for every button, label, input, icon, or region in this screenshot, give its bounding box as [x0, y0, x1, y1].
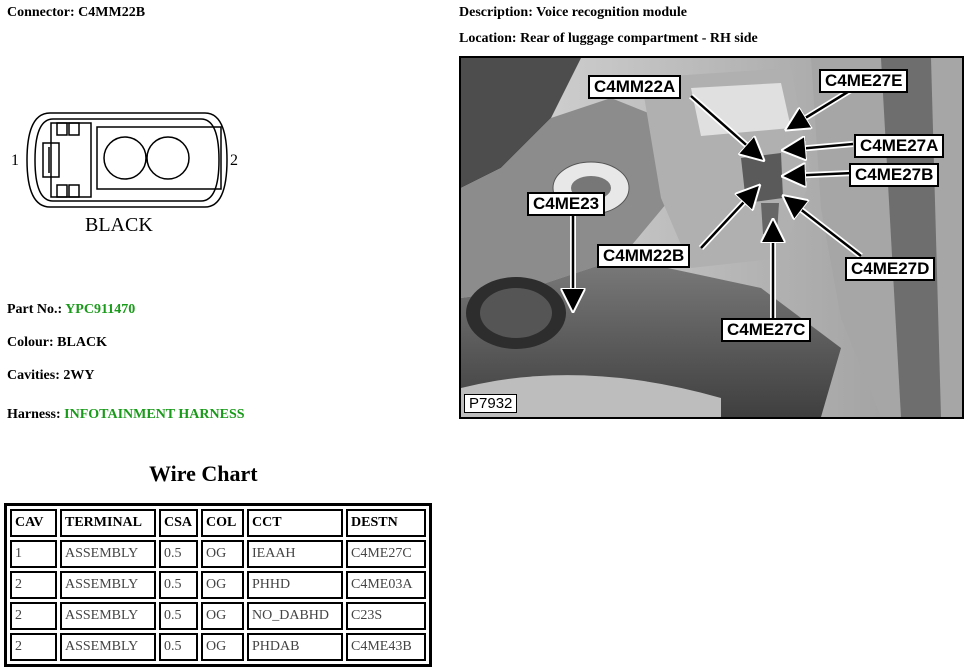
latch-slot: [42, 142, 60, 178]
cell-destn: C23S: [346, 602, 426, 630]
callout-c4me27e: C4ME27E: [819, 69, 909, 93]
cell-col: OG: [201, 633, 244, 661]
connector-outer-shell: [26, 112, 228, 208]
arrow-c4mm22a: [690, 95, 761, 158]
cell-terminal: ASSEMBLY: [60, 633, 156, 661]
cell-terminal: ASSEMBLY: [60, 602, 156, 630]
location-photo: C4MM22A C4ME27E C4ME27A C4ME27B C4ME23 C…: [459, 56, 964, 419]
arrow-c4me27e: [789, 88, 852, 128]
table-row: 2 ASSEMBLY 0.5 OG PHHD C4ME03A: [10, 571, 426, 599]
col-header-cav: CAV: [10, 509, 57, 537]
cavities-value: 2WY: [63, 368, 95, 383]
cell-cav: 2: [10, 633, 57, 661]
cell-csa: 0.5: [159, 540, 198, 568]
callout-c4me27a: C4ME27A: [854, 134, 945, 158]
cell-csa: 0.5: [159, 571, 198, 599]
connector-diagram: 1 2 BLACK: [11, 112, 238, 236]
part-no-label: Part No.:: [7, 302, 63, 317]
cell-destn: C4ME43B: [346, 633, 426, 661]
connector-value: C4MM22B: [78, 5, 146, 20]
table-row: 1 ASSEMBLY 0.5 OG IEAAH C4ME27C: [10, 540, 426, 568]
arrow-c4me27a: [786, 144, 854, 150]
connector-field: Connector: C4MM22B: [7, 5, 145, 21]
pin-2-label: 2: [230, 152, 238, 169]
cell-cct: PHHD: [247, 571, 343, 599]
arrow-c4mm22b: [700, 188, 757, 249]
arrow-c4me27d: [786, 198, 862, 257]
cell-csa: 0.5: [159, 633, 198, 661]
cavity-housing: [96, 126, 222, 190]
harness-field: Harness: INFOTAINMENT HARNESS: [7, 407, 245, 423]
col-header-destn: DESTN: [346, 509, 426, 537]
part-no-field: Part No.: YPC911470: [7, 302, 135, 318]
cell-cav: 2: [10, 602, 57, 630]
cell-col: OG: [201, 602, 244, 630]
arrow-c4me27b: [786, 173, 854, 176]
col-header-csa: CSA: [159, 509, 198, 537]
cell-cav: 2: [10, 571, 57, 599]
location-field: Location: Rear of luggage compartment - …: [459, 31, 758, 47]
latch-tab-bottom-left: [56, 184, 68, 198]
cell-destn: C4ME27C: [346, 540, 426, 568]
cell-terminal: ASSEMBLY: [60, 540, 156, 568]
latch-tab-top-left: [56, 122, 68, 136]
wire-chart-title: Wire Chart: [149, 461, 258, 486]
harness-label: Harness:: [7, 407, 61, 422]
location-value: Rear of luggage compartment - RH side: [520, 31, 758, 46]
table-row: 2 ASSEMBLY 0.5 OG NO_DABHD C23S: [10, 602, 426, 630]
harness-value[interactable]: INFOTAINMENT HARNESS: [64, 407, 245, 422]
description-value: Voice recognition module: [536, 5, 688, 20]
pin-1-label: 1: [11, 152, 19, 169]
callout-c4me27c: C4ME27C: [721, 318, 812, 342]
callout-c4me27d: C4ME27D: [845, 257, 936, 281]
cavities-field: Cavities: 2WY: [7, 368, 95, 384]
cell-col: OG: [201, 540, 244, 568]
connector-color-label: BLACK: [85, 214, 153, 236]
location-label: Location:: [459, 31, 517, 46]
colour-value: BLACK: [57, 335, 107, 350]
col-header-terminal: TERMINAL: [60, 509, 156, 537]
connector-label: Connector:: [7, 5, 75, 20]
col-header-cct: CCT: [247, 509, 343, 537]
callout-c4mm22b: C4MM22B: [597, 244, 691, 268]
photo-reference: P7932: [464, 394, 518, 413]
description-label: Description:: [459, 5, 533, 20]
cell-csa: 0.5: [159, 602, 198, 630]
callout-c4mm22a: C4MM22A: [588, 75, 682, 99]
wire-chart-table: CAV TERMINAL CSA COL CCT DESTN 1 ASSEMBL…: [4, 503, 432, 667]
part-no-value[interactable]: YPC911470: [65, 302, 136, 317]
cavities-label: Cavities:: [7, 368, 60, 383]
cell-destn: C4ME03A: [346, 571, 426, 599]
cavity-2: [146, 136, 190, 180]
description-field: Description: Voice recognition module: [459, 5, 687, 21]
colour-field: Colour: BLACK: [7, 335, 107, 351]
callout-arrows: [461, 87, 863, 318]
callout-c4me27b: C4ME27B: [849, 163, 940, 187]
latch-tab-top-right: [68, 122, 80, 136]
wire-chart-header-row: CAV TERMINAL CSA COL CCT DESTN: [10, 509, 426, 537]
cell-cct: PHDAB: [247, 633, 343, 661]
table-row: 2 ASSEMBLY 0.5 OG PHDAB C4ME43B: [10, 633, 426, 661]
connector-inner-shell: [34, 118, 220, 202]
cell-col: OG: [201, 571, 244, 599]
colour-label: Colour:: [7, 335, 54, 350]
cell-cct: IEAAH: [247, 540, 343, 568]
col-header-col: COL: [201, 509, 244, 537]
cell-cct: NO_DABHD: [247, 602, 343, 630]
latch-tab-bottom-right: [68, 184, 80, 198]
cell-cav: 1: [10, 540, 57, 568]
cavity-1: [103, 136, 147, 180]
callout-c4me23: C4ME23: [527, 192, 606, 216]
cell-terminal: ASSEMBLY: [60, 571, 156, 599]
